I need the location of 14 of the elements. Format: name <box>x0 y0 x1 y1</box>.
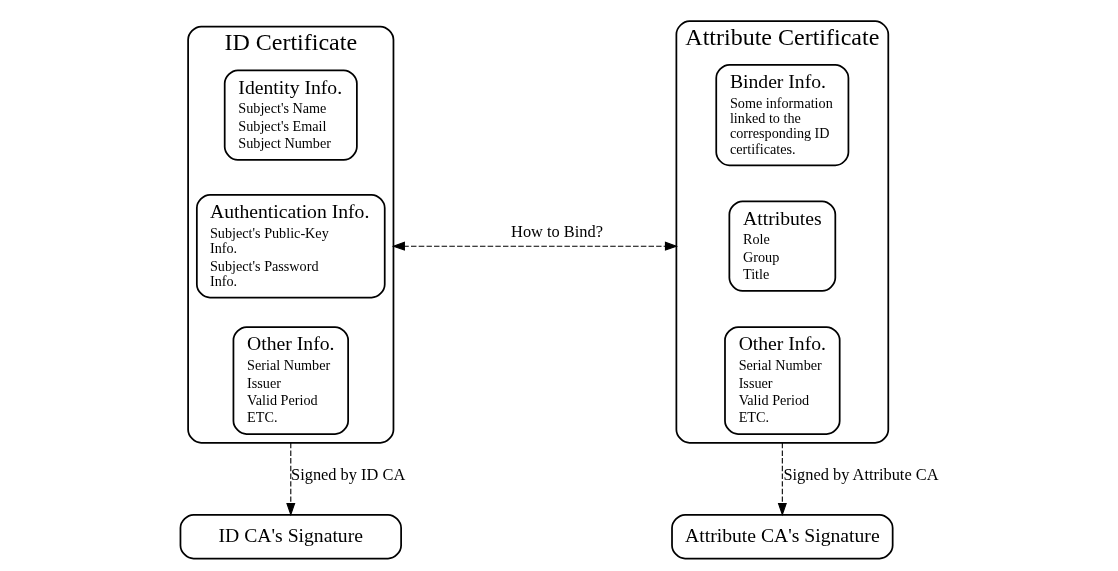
node-box: Attributes Role Group Title <box>728 200 836 292</box>
edge-label: Signed by ID CA <box>290 464 405 484</box>
node-box: Other Info. Serial Number Issuer Valid Period ETC. <box>723 326 841 435</box>
arrow <box>391 241 678 251</box>
arrow <box>285 442 295 517</box>
node-box: Other Info. Serial Number Issuer Valid Period ETC. <box>232 326 349 435</box>
node-box: ID CA's Signature <box>179 514 402 560</box>
node-box: Attribute CA's Signature <box>670 514 894 560</box>
node-box: Binder Info. Some information linked to the corresponding ID certificates. <box>714 63 849 167</box>
node-box: Authentication Info. Subject's Public-Key Info. Subject's Password Info. <box>195 193 386 299</box>
edge-label: Signed by Attribute CA <box>782 464 939 484</box>
edge-label: How to Bind? <box>510 222 603 242</box>
arrow <box>777 442 787 517</box>
node-box: Identity Info. Subject's Name Subject's Email Subject Number <box>223 69 358 161</box>
